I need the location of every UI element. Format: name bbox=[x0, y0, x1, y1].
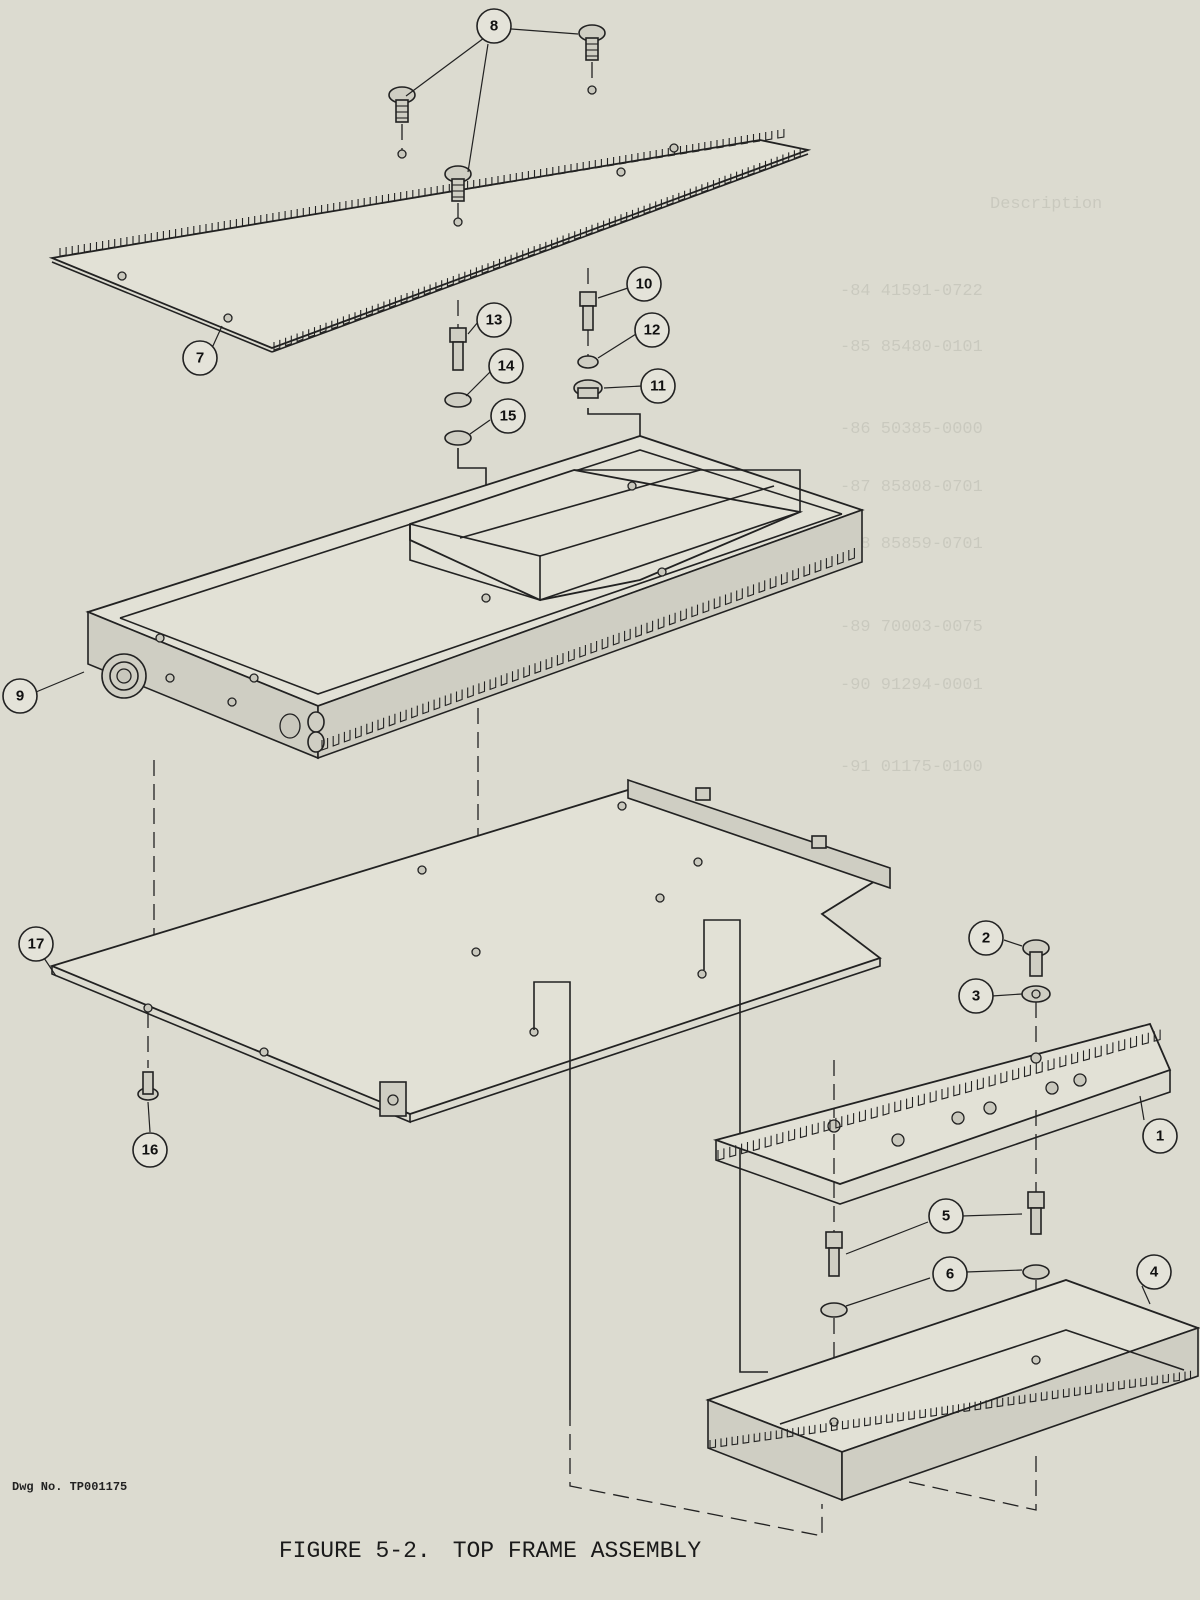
callout-4: 4 bbox=[1136, 1254, 1172, 1305]
callout-9: 9 bbox=[2, 671, 85, 714]
callout-6: 6 bbox=[845, 1256, 1023, 1307]
screw-icon bbox=[137, 1012, 159, 1101]
callout-5: 5 bbox=[845, 1198, 1023, 1255]
screw-group-8 bbox=[388, 24, 606, 218]
show-through-row: -89 70003-0075 bbox=[840, 618, 983, 637]
show-through-row: -90 91294-0001 bbox=[840, 676, 983, 695]
callout-number: 4 bbox=[1150, 1264, 1159, 1281]
callout-number: 12 bbox=[644, 322, 661, 339]
main-frame-tray bbox=[85, 435, 865, 760]
callout-12: 12 bbox=[597, 312, 670, 359]
callout-number: 15 bbox=[500, 408, 517, 425]
callout-number: 14 bbox=[498, 358, 515, 375]
callout-number: 9 bbox=[16, 688, 24, 705]
screw-icon bbox=[444, 165, 472, 218]
top-cover-plate bbox=[48, 85, 812, 353]
show-through-row: -85 85480-0101 bbox=[840, 338, 983, 357]
callout-14: 14 bbox=[465, 348, 524, 397]
show-through-row: -86 50385-0000 bbox=[840, 420, 983, 439]
shield-box bbox=[705, 1279, 1200, 1502]
callout-10: 10 bbox=[597, 266, 662, 302]
figure-title: TOP FRAME ASSEMBLY bbox=[452, 1538, 702, 1564]
callout-3: 3 bbox=[958, 978, 1023, 1014]
sub-cover-plate bbox=[712, 1022, 1172, 1205]
callout-number: 13 bbox=[486, 312, 503, 329]
base-plate bbox=[49, 778, 891, 1410]
show-through-heading: Description bbox=[990, 195, 1103, 214]
callout-number: 11 bbox=[650, 378, 666, 395]
callout-number: 17 bbox=[28, 936, 45, 953]
callout-number: 8 bbox=[490, 18, 498, 35]
drawing-number: Dwg No. TP001175 bbox=[12, 1480, 128, 1494]
callout-1: 1 bbox=[1139, 1095, 1178, 1154]
screw-icon bbox=[578, 24, 606, 86]
screw-washer-2-3 bbox=[1021, 939, 1051, 1050]
callout-16: 16 bbox=[132, 1101, 168, 1168]
callout-17: 17 bbox=[18, 926, 57, 977]
callout-number: 5 bbox=[942, 1208, 950, 1225]
show-through-row: -84 41591-0722 bbox=[840, 282, 983, 301]
callout-number: 10 bbox=[636, 276, 653, 293]
figure-number: FIGURE 5-2. bbox=[278, 1538, 431, 1564]
screw-icon bbox=[388, 86, 416, 150]
figure-caption: FIGURE 5-2. TOP FRAME ASSEMBLY bbox=[0, 1538, 980, 1564]
callout-7: 7 bbox=[182, 325, 223, 376]
callout-8: 8 bbox=[405, 8, 579, 173]
show-through-row: -88 85859-0701 bbox=[840, 535, 983, 554]
callout-number: 3 bbox=[972, 988, 980, 1005]
callout-number: 2 bbox=[982, 930, 990, 947]
callout-number: 1 bbox=[1156, 1128, 1164, 1145]
callout-13: 13 bbox=[467, 302, 512, 338]
show-through-row: -87 85808-0701 bbox=[840, 478, 983, 497]
callout-15: 15 bbox=[469, 398, 526, 435]
callout-11: 11 bbox=[603, 368, 676, 404]
show-through-row: -91 01175-0100 bbox=[840, 758, 983, 777]
callout-number: 16 bbox=[142, 1142, 159, 1159]
callout-number: 6 bbox=[946, 1266, 954, 1283]
callout-2: 2 bbox=[968, 920, 1023, 956]
callout-number: 7 bbox=[196, 350, 204, 367]
